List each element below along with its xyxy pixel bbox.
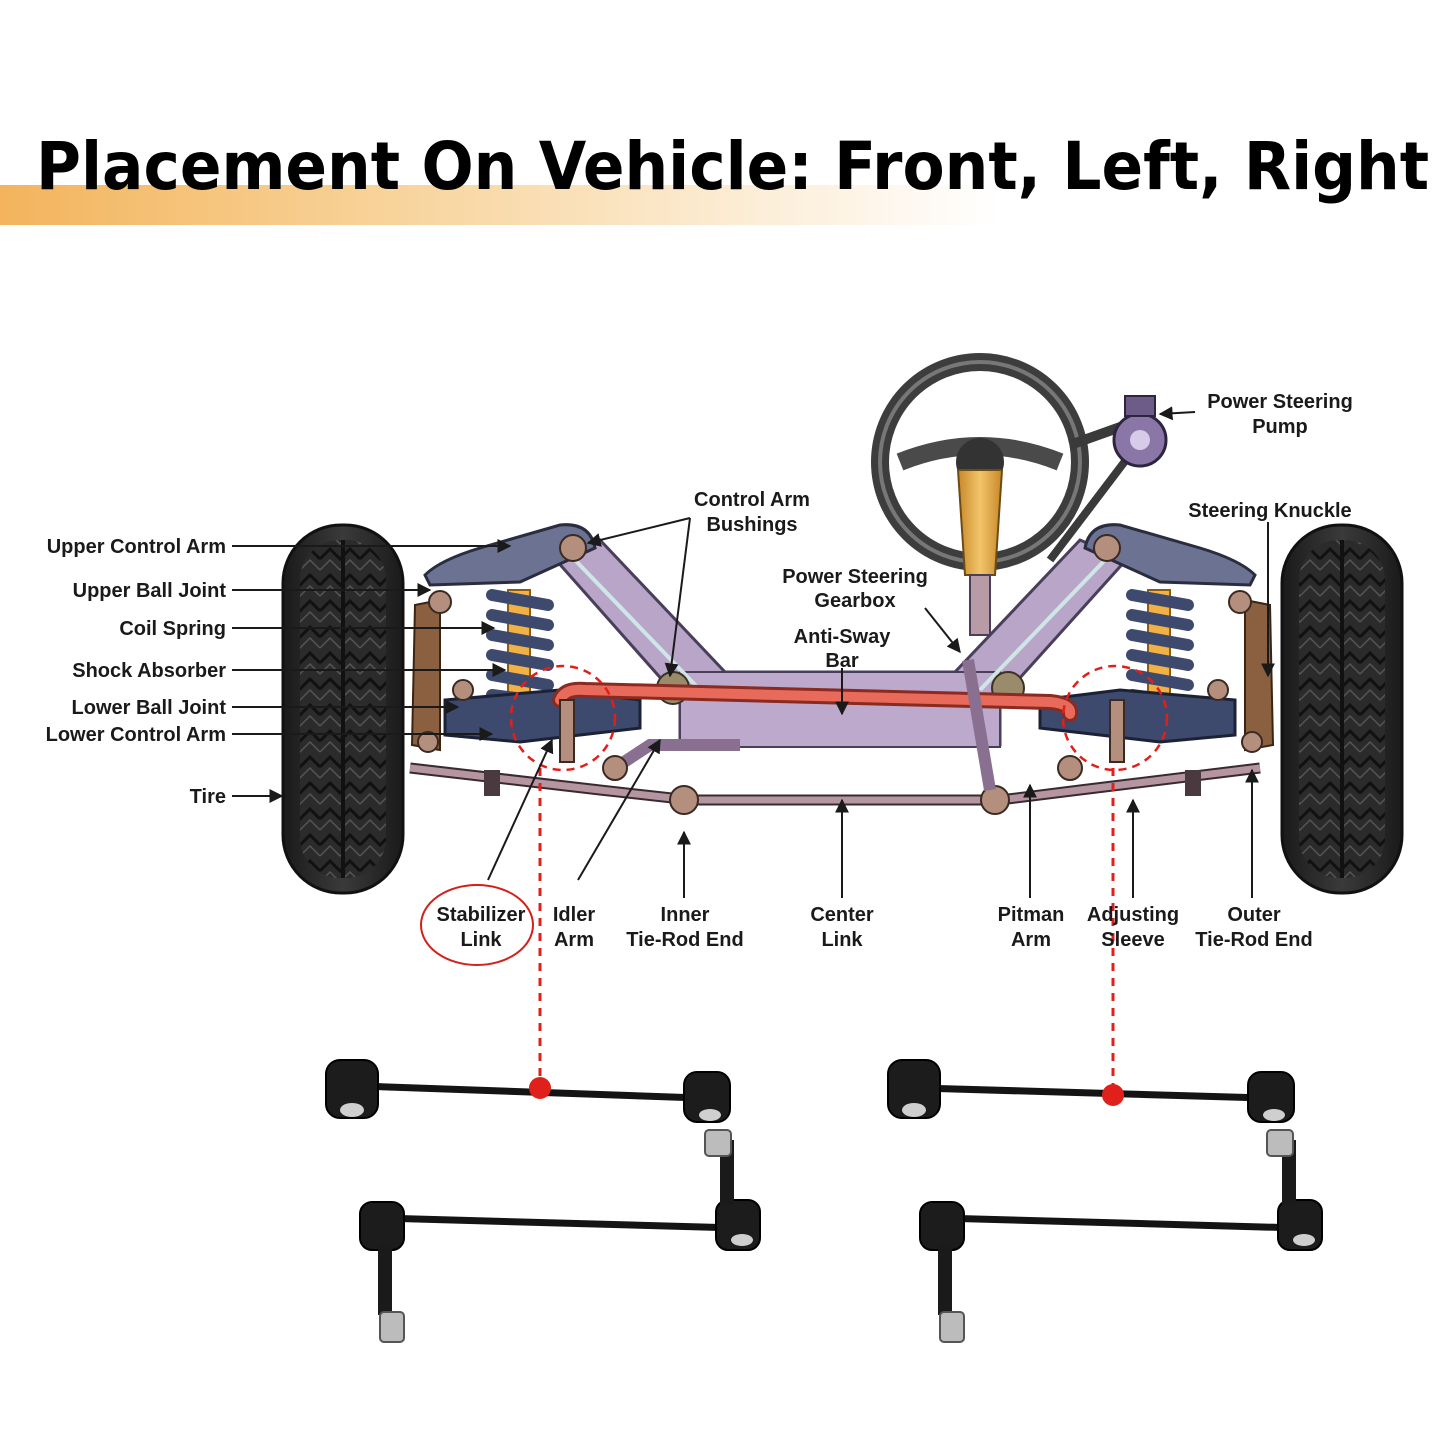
label-power-steering-gearbox-2: Gearbox xyxy=(814,590,895,612)
left-highlight-circle xyxy=(509,664,617,772)
label-adjusting-sleeve-2: Sleeve xyxy=(1101,929,1164,951)
label-idler-arm-1: Idler xyxy=(553,904,595,926)
label-anti-sway-bar-1: Anti-Sway xyxy=(794,626,892,648)
steering-column xyxy=(956,469,1004,636)
label-adjusting-sleeve-1: Adjusting xyxy=(1087,904,1179,926)
label-power-steering-gearbox-1: Power Steering xyxy=(782,566,928,588)
left-stabilizer-link xyxy=(559,699,575,763)
right-tire xyxy=(1280,523,1404,895)
left-steering-knuckle xyxy=(410,598,441,752)
product-link-right-lower xyxy=(919,1129,1323,1343)
left-red-marker-dot xyxy=(529,1077,551,1099)
power-steering-pump xyxy=(1046,395,1168,563)
left-upper-control-arm xyxy=(423,523,597,587)
product-link-right-upper xyxy=(887,1059,1295,1123)
left-coil-spring xyxy=(486,589,554,711)
label-control-arm-bushings-2: Bushings xyxy=(706,514,797,536)
right-coil-spring xyxy=(1126,589,1194,711)
label-power-steering-pump-1: Power Steering xyxy=(1207,391,1353,413)
label-tire: Tire xyxy=(190,786,226,808)
stabilizer-link-label-circle xyxy=(420,884,534,966)
page-title: Placement On Vehicle: Front, Left, Right xyxy=(36,128,1430,205)
label-inner-tie-rod-end-1: Inner xyxy=(661,904,710,926)
label-power-steering-pump-2: Pump xyxy=(1252,416,1308,438)
label-stabilizer-link-1: Stabilizer xyxy=(437,904,526,926)
left-upper-ball-joint xyxy=(428,590,452,614)
right-lower-ball-joint xyxy=(1207,679,1229,701)
anti-sway-bar xyxy=(555,684,1076,719)
label-anti-sway-bar-2: Bar xyxy=(825,650,859,672)
right-upper-control-arm xyxy=(1083,523,1257,587)
label-upper-control-arm: Upper Control Arm xyxy=(47,536,226,558)
label-outer-tie-rod-end-2: Tie-Rod End xyxy=(1195,929,1312,951)
left-lower-ball-joint xyxy=(452,679,474,701)
label-outer-tie-rod-end-1: Outer xyxy=(1227,904,1281,926)
right-upper-ball-joint xyxy=(1228,590,1252,614)
left-tire xyxy=(281,523,405,895)
label-stabilizer-link-2: Link xyxy=(460,929,502,951)
label-upper-ball-joint: Upper Ball Joint xyxy=(73,580,227,602)
right-highlight-circle xyxy=(1061,664,1169,772)
right-stabilizer-link xyxy=(1109,699,1125,763)
label-idler-arm-2: Arm xyxy=(554,929,594,951)
right-red-marker-dot xyxy=(1102,1084,1124,1106)
label-pitman-arm-1: Pitman xyxy=(998,904,1065,926)
label-lower-ball-joint: Lower Ball Joint xyxy=(72,697,227,719)
label-inner-tie-rod-end-2: Tie-Rod End xyxy=(626,929,743,951)
label-center-link-1: Center xyxy=(810,904,874,926)
right-lower-control-arm xyxy=(1038,688,1237,744)
label-steering-knuckle: Steering Knuckle xyxy=(1188,500,1351,522)
label-control-arm-bushings-1: Control Arm xyxy=(694,489,810,511)
title-highlight-band xyxy=(0,185,1000,225)
product-link-left-upper xyxy=(325,1059,731,1123)
product-link-left-lower xyxy=(359,1129,761,1343)
label-pitman-arm-2: Arm xyxy=(1011,929,1051,951)
label-shock-absorber: Shock Absorber xyxy=(72,660,226,682)
label-center-link-2: Link xyxy=(821,929,863,951)
label-coil-spring: Coil Spring xyxy=(119,618,226,640)
label-lower-control-arm: Lower Control Arm xyxy=(46,724,226,746)
